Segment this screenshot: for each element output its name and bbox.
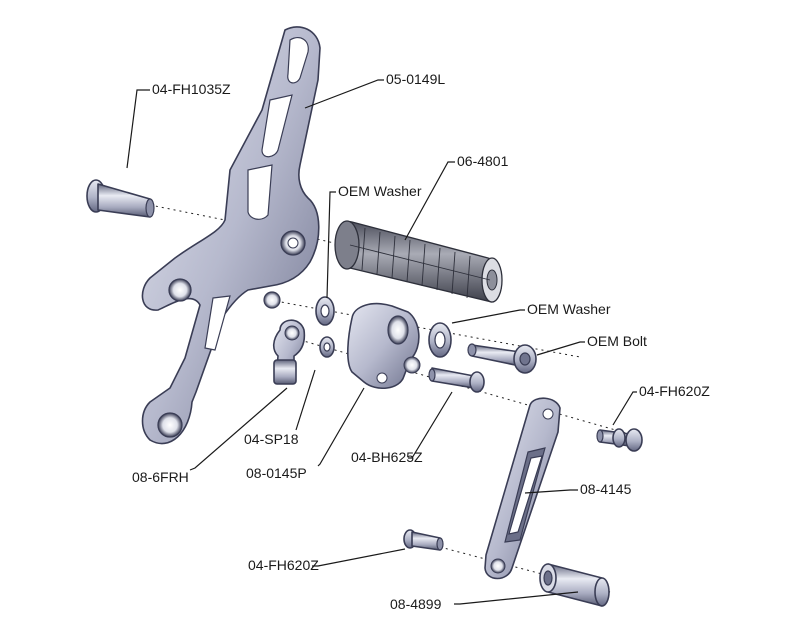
label-08-0145P: 08-0145P (246, 465, 307, 481)
label-08-6FRH: 08-6FRH (132, 469, 189, 485)
label-08-4145: 08-4145 (580, 481, 632, 497)
label-08-4899: 08-4899 (390, 596, 442, 612)
label-oem-washer-top: OEM Washer (338, 183, 422, 199)
label-05-0149L: 05-0149L (386, 71, 445, 87)
bolt-oem (467, 343, 537, 374)
label-04-FH1035Z: 04-FH1035Z (152, 81, 231, 97)
bolt-04-FH620Z-bottom (403, 529, 444, 551)
callout-labels: 04-FH1035Z 05-0149L 06-4801 OEM Washer O… (132, 71, 710, 612)
rearset-bracket-05-0149L (141, 26, 321, 445)
sleeve-08-4899 (539, 563, 610, 607)
footpeg-06-4801 (334, 220, 503, 303)
leader-lines (126, 79, 637, 605)
label-04-BH625Z: 04-BH625Z (351, 449, 423, 465)
label-oem-washer-right: OEM Washer (527, 301, 611, 317)
label-04-FH620Z-bottom: 04-FH620Z (248, 557, 319, 573)
pivot-block-08-0145P (347, 302, 421, 389)
label-04-SP18: 04-SP18 (244, 431, 299, 447)
bolt-04-BH625Z (428, 367, 485, 393)
spacer-04-SP18 (319, 336, 335, 358)
label-oem-bolt: OEM Bolt (587, 333, 647, 349)
washer-oem-right (428, 322, 452, 358)
label-06-4801: 06-4801 (457, 153, 509, 169)
bolt-04-FH1035Z (86, 179, 155, 218)
bolt-04-FH620Z-right (596, 428, 643, 452)
lever-arm-08-4145 (484, 397, 561, 580)
label-04-FH620Z-right: 04-FH620Z (639, 383, 710, 399)
rod-end-08-6FRH (272, 319, 306, 385)
washer-oem-top (315, 296, 335, 326)
